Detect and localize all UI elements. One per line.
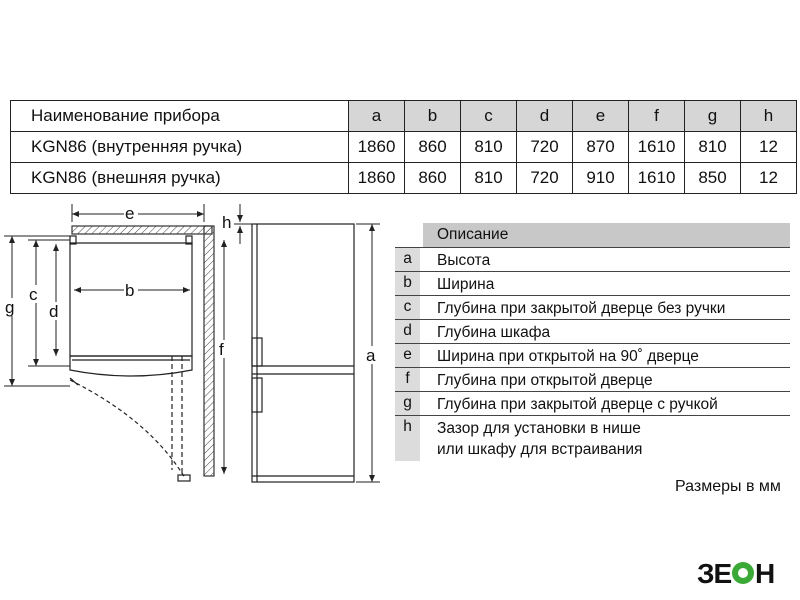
table-cell: 870 xyxy=(572,131,629,163)
legend-row: a Высота xyxy=(395,247,790,271)
legend-key: d xyxy=(403,322,412,339)
legend-key: g xyxy=(403,394,412,411)
table-row: KGN86 (внутренняя ручка) 1860 860 810 72… xyxy=(10,131,797,163)
table-header-col: f xyxy=(628,100,685,132)
table-cell: 12 xyxy=(740,131,797,163)
legend-header: Описание xyxy=(395,223,790,247)
table-cell: 720 xyxy=(516,131,573,163)
table-header-name: Наименование прибора xyxy=(10,100,349,132)
legend-row: b Ширина xyxy=(395,271,790,295)
legend-key: b xyxy=(403,274,412,291)
legend-key: c xyxy=(403,298,412,315)
table-header-col: g xyxy=(684,100,741,132)
label-c: c xyxy=(29,285,38,304)
svg-text:ЗЕ: ЗЕ xyxy=(697,558,732,587)
legend-row: d Глубина шкафа xyxy=(395,319,790,343)
legend-row: f Глубина при открытой дверце xyxy=(395,367,790,391)
table-cell: 810 xyxy=(684,131,741,163)
table-header-col: c xyxy=(460,100,517,132)
legend-key: f xyxy=(405,370,410,387)
table-header-col: h xyxy=(740,100,797,132)
dimensions-table: Наименование прибора a b c d e f g h KGN… xyxy=(10,100,797,194)
table-cell: 910 xyxy=(572,162,629,194)
table-cell: 810 xyxy=(460,131,517,163)
legend-row: c Глубина при закрытой дверце без ручки xyxy=(395,295,790,319)
legend-text: Глубина при закрытой дверце без ручки xyxy=(437,300,726,317)
legend-key: e xyxy=(403,346,412,363)
table-header-col: b xyxy=(404,100,461,132)
zeon-logo: ЗЕ Н xyxy=(697,558,775,587)
legend-text: Ширина при открытой на 90˚ дверце xyxy=(437,348,699,365)
table-cell-name: KGN86 (внутренняя ручка) xyxy=(10,131,349,163)
table-cell: 860 xyxy=(404,131,461,163)
label-e: e xyxy=(125,204,134,223)
legend-text: Глубина шкафа xyxy=(437,324,551,341)
svg-text:Н: Н xyxy=(755,558,775,587)
legend-text-line: или шкафу для встраивания xyxy=(437,441,643,458)
legend-text: Глубина при закрытой дверце с ручкой xyxy=(437,396,718,413)
legend-key: a xyxy=(403,250,412,267)
top-view xyxy=(69,225,215,482)
label-f: f xyxy=(219,340,224,359)
legend-text: Глубина при открытой дверце xyxy=(437,372,653,389)
table-cell: 720 xyxy=(516,162,573,194)
table-header-col: e xyxy=(572,100,629,132)
table-header-row: Наименование прибора a b c d e f g h xyxy=(10,100,797,132)
legend-row: g Глубина при закрытой дверце с ручкой xyxy=(395,391,790,415)
table-cell: 810 xyxy=(460,162,517,194)
label-d: d xyxy=(49,302,58,321)
table-cell: 12 xyxy=(740,162,797,194)
legend-text-line: Зазор для установки в нише xyxy=(437,420,641,437)
table-cell: 1610 xyxy=(628,162,685,194)
legend-header-text: Описание xyxy=(437,226,509,243)
table-cell: 1610 xyxy=(628,131,685,163)
table-cell-name: KGN86 (внешняя ручка) xyxy=(10,162,349,194)
legend-row: h Зазор для установки в нише или шкафу для… xyxy=(395,415,790,461)
side-view xyxy=(251,223,355,483)
legend-text: Зазор для установки в нише или шкафу для … xyxy=(437,416,790,460)
legend-key: h xyxy=(403,418,412,435)
legend-text: Ширина xyxy=(437,276,495,293)
label-a: a xyxy=(366,346,376,365)
table-row: KGN86 (внешняя ручка) 1860 860 810 720 9… xyxy=(10,162,797,194)
label-h: h xyxy=(222,213,231,232)
table-header-col: d xyxy=(516,100,573,132)
fridge-dimension-drawing: e b g c d f h a xyxy=(4,204,380,483)
table-cell: 850 xyxy=(684,162,741,194)
table-cell: 1860 xyxy=(348,131,405,163)
legend-row: e Ширина при открытой на 90˚ дверце xyxy=(395,343,790,367)
table-cell: 1860 xyxy=(348,162,405,194)
legend-text: Высота xyxy=(437,252,491,269)
label-b: b xyxy=(125,281,134,300)
table-cell: 860 xyxy=(404,162,461,194)
table-header-col: a xyxy=(348,100,405,132)
dimension-labels: e b g c d f h a xyxy=(5,204,380,365)
units-note: Размеры в мм xyxy=(675,478,781,495)
label-g: g xyxy=(5,298,14,317)
